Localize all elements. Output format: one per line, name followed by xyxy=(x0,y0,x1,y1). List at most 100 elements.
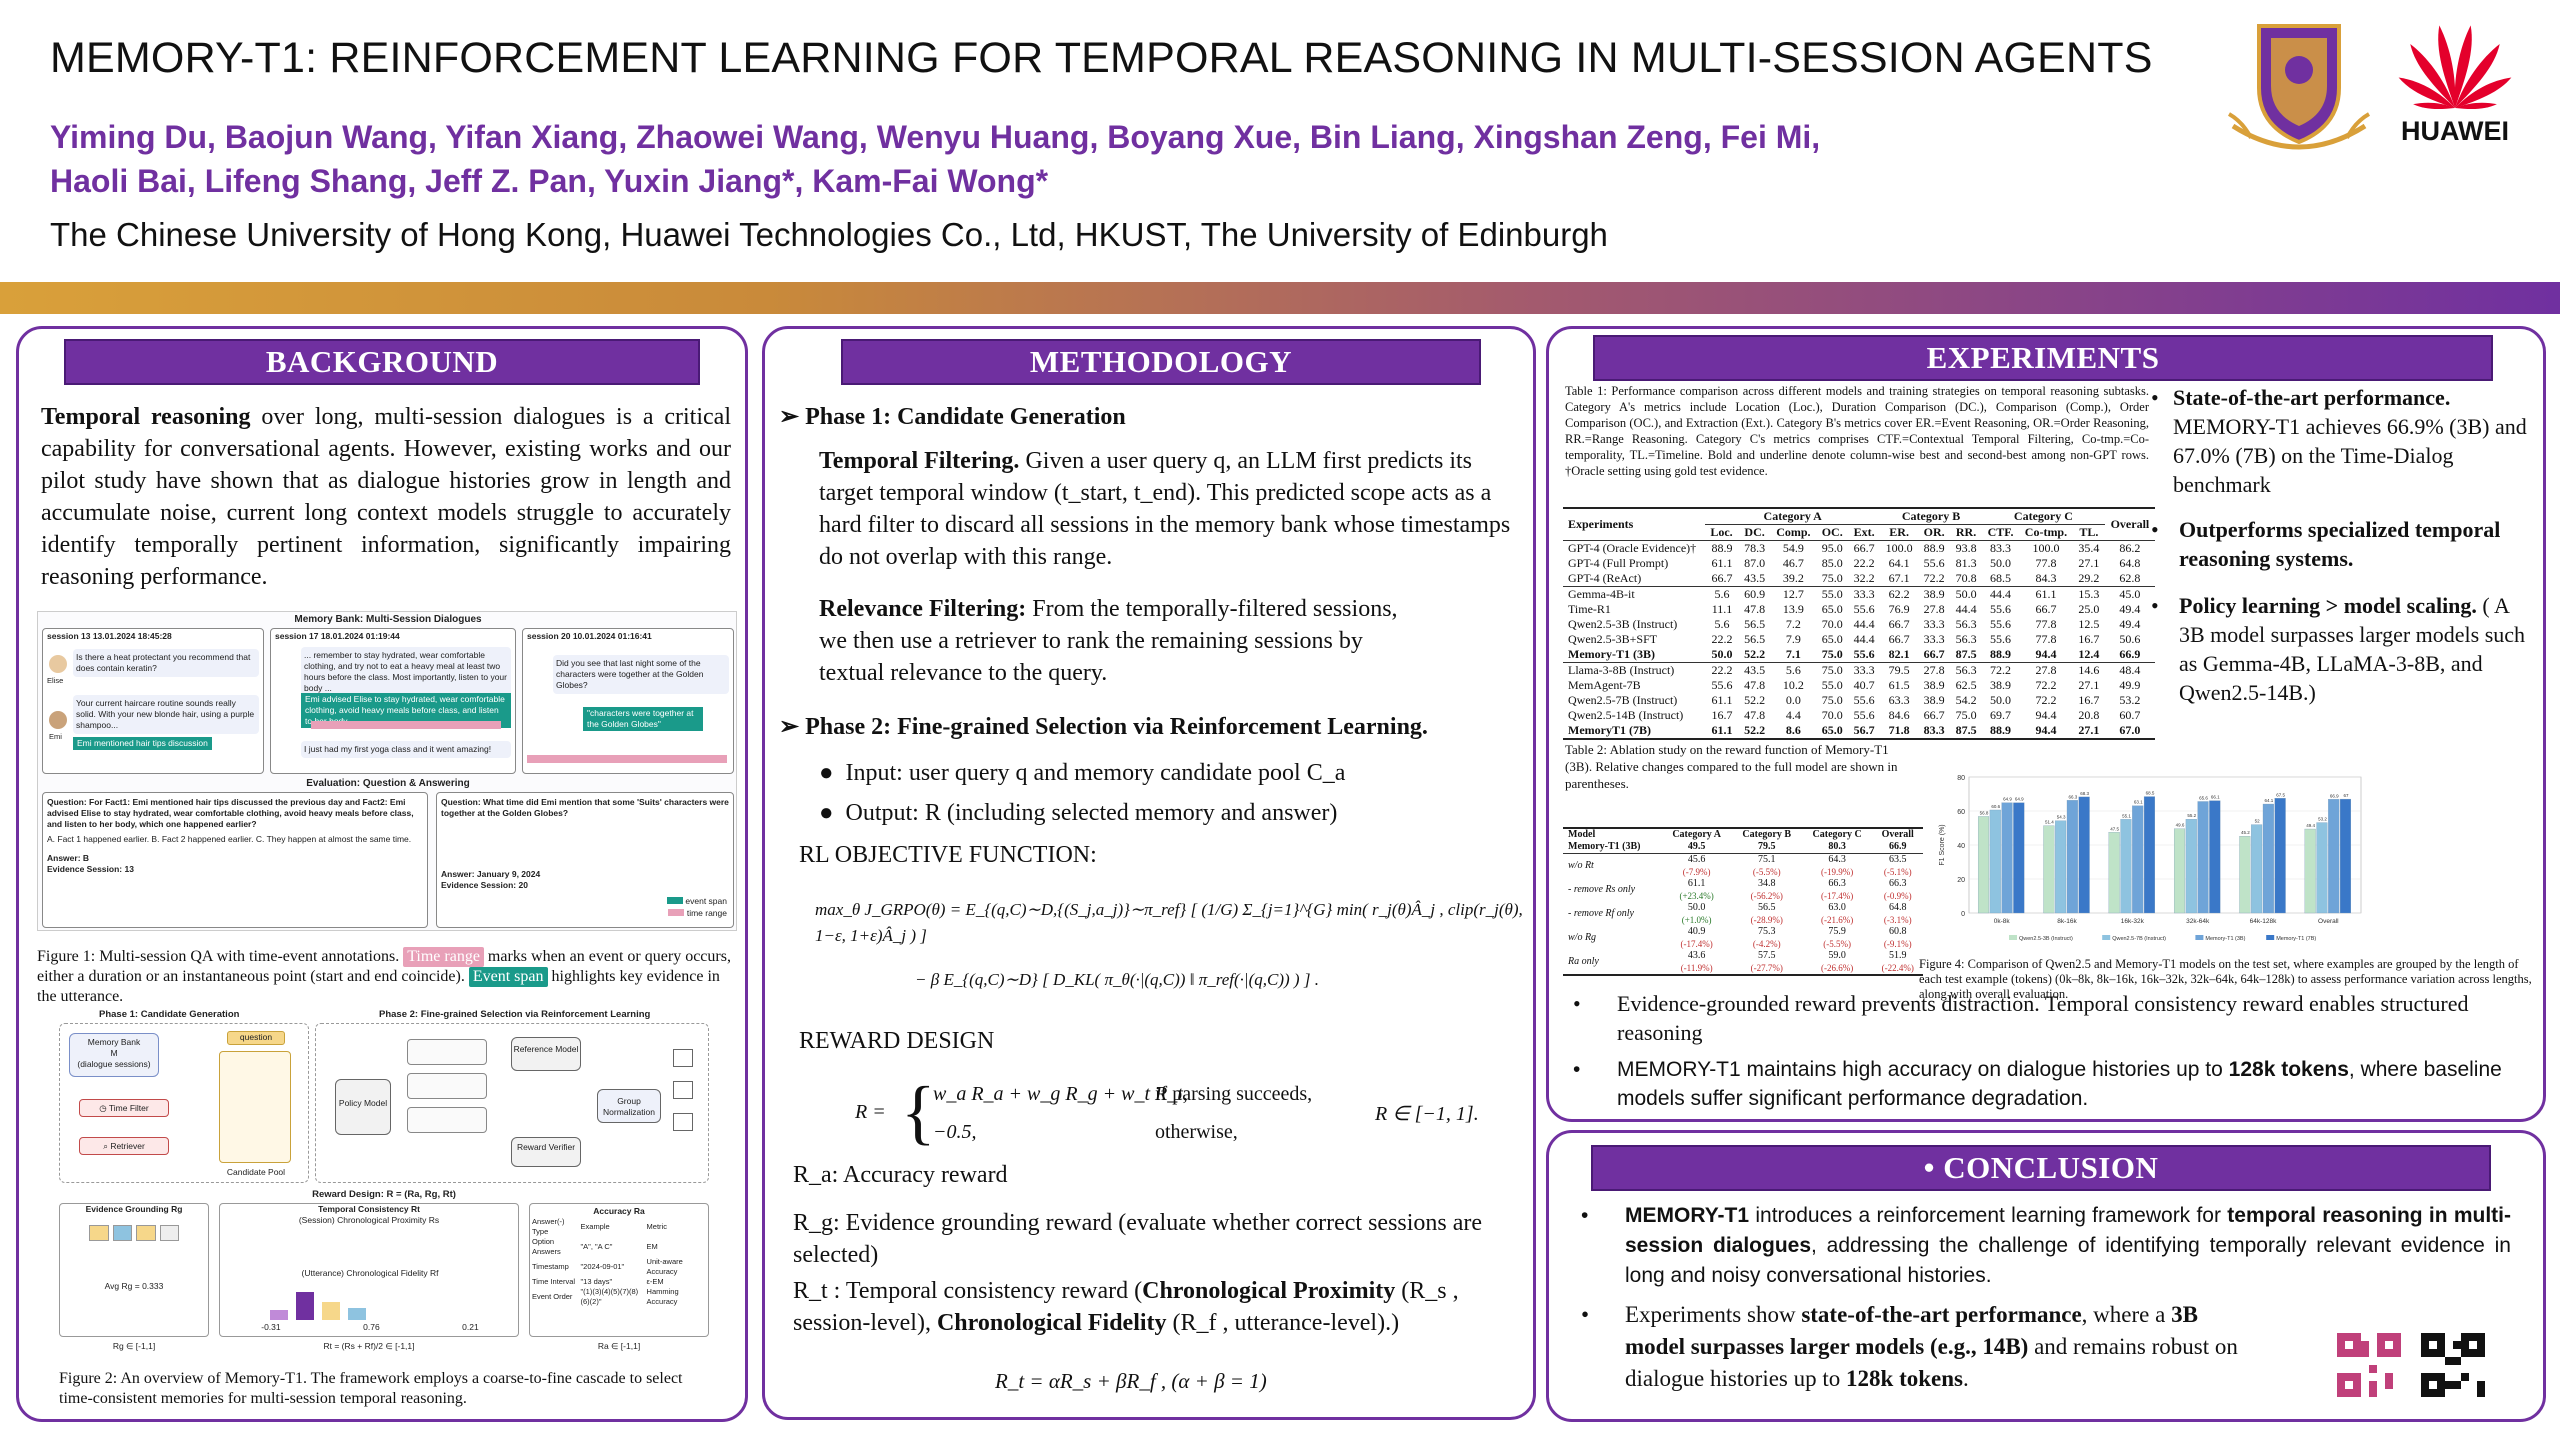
table2-delta: (-3.1%) xyxy=(1883,915,1912,925)
table1-cell: 67.1 xyxy=(1888,571,1910,585)
table1-cell: 65.0 xyxy=(1821,723,1843,737)
table1-cell: 44.4 xyxy=(1955,602,1977,616)
y-tick-label: 80 xyxy=(1957,775,1965,782)
table1-cell: 53.2 xyxy=(2119,693,2141,707)
fig1-qa-2: Question: What time did Emi mention that… xyxy=(436,792,734,928)
fig2-question: question xyxy=(227,1031,285,1045)
table1-cell: 11.1 xyxy=(1711,602,1733,616)
table2-delta: (-5.5%) xyxy=(1752,867,1781,877)
y-tick-label: 20 xyxy=(1957,877,1965,884)
y-axis-label: F1 Score (%) xyxy=(1939,824,1946,865)
table1-cell: 64.1 xyxy=(1888,556,1910,570)
bullet-icon: • xyxy=(1573,991,1581,1016)
table1-cell: 55.6 xyxy=(1711,678,1733,692)
bottom-bullet-2: • MEMORY-T1 maintains high accuracy on d… xyxy=(1573,1055,2533,1113)
table1-cell: 8.6 xyxy=(1785,723,1801,737)
table-1-caption: Table 1: Performance comparison across d… xyxy=(1565,384,2149,478)
bar-data-label: 64.9 xyxy=(2015,797,2024,802)
table1-col-header: DC. xyxy=(1738,524,1771,541)
table1-cell: 45.0 xyxy=(2104,586,2155,602)
bar-data-label: 53.2 xyxy=(2318,817,2327,822)
legend-time-range: time range xyxy=(668,908,727,919)
table2-row-name: Memory-T1 (3B) xyxy=(1568,841,1641,852)
bar-data-label: 64.1 xyxy=(2264,798,2273,803)
qr-code-pink xyxy=(2337,1333,2401,1397)
s17-msg-c: I just had my first yoga class and it we… xyxy=(301,741,511,758)
bar xyxy=(2132,805,2144,914)
table1-cell: 62.5 xyxy=(1955,678,1977,692)
x-tick-label: 0k-8k xyxy=(1994,918,2011,925)
x-tick-label: 8k-16k xyxy=(2057,918,2077,925)
fig2-candidate-pool-label: Candidate Pool xyxy=(226,1167,286,1177)
elise-avatar xyxy=(49,655,67,673)
cuhk-crest-logo xyxy=(2227,24,2371,150)
experiments-panel: EXPERIMENTS Table 1: Performance compari… xyxy=(1546,326,2546,1122)
table2-delta: (-19.9%) xyxy=(1820,867,1854,877)
table1-cell: 84.3 xyxy=(2035,571,2057,585)
legend-label: Qwen2.5-3B (Instruct) xyxy=(2019,936,2073,942)
table1-cell: 75.0 xyxy=(1821,571,1843,585)
clock-icon: ◷ xyxy=(99,1103,109,1113)
temporal-filtering: Temporal Filtering. Given a user query q… xyxy=(819,448,1511,570)
legend-swatch xyxy=(2009,935,2017,940)
table1-col-header: TL. xyxy=(2072,524,2105,541)
table1-cell: 100.0 xyxy=(2019,540,2073,556)
table1-cell: 94.4 xyxy=(2035,647,2057,661)
table1-cell: 66.7 xyxy=(2035,602,2057,616)
fig2-phase2-box xyxy=(315,1023,709,1183)
table1-cell: 54.2 xyxy=(1955,693,1977,707)
table2-cell: 80.3 xyxy=(1828,841,1846,852)
s17-time-range xyxy=(311,721,501,729)
table1-cell: 12.7 xyxy=(1770,586,1817,602)
table1-cell: 33.3 xyxy=(1923,617,1945,631)
fig1-session-20: session 20 10.01.2024 01:16:41 Did you s… xyxy=(522,628,734,774)
table1-cell: 13.9 xyxy=(1782,602,1804,616)
table1-cell: 55.6 xyxy=(1853,708,1875,722)
background-text: over long, multi-session dialogues is a … xyxy=(41,404,731,590)
table2-delta: (-27.7%) xyxy=(1750,963,1783,973)
s17-msg-a: ... remember to stay hydrated, wear comf… xyxy=(301,647,511,697)
reward-design-label: REWARD DESIGN xyxy=(799,1028,995,1054)
table1-cell: 5.6 xyxy=(1705,586,1739,602)
table2-row-name: w/o Rg xyxy=(1568,932,1597,943)
emi-avatar xyxy=(49,711,67,729)
table1-row-name: GPT-4 (ReAct) xyxy=(1568,571,1642,585)
table1-col-header: Ext. xyxy=(1848,524,1881,541)
table2-row-name: - remove Rf only xyxy=(1568,908,1634,919)
bullet-icon: ● xyxy=(819,800,846,826)
legend-label: Memory-T1 (3B) xyxy=(2205,936,2245,942)
authors-line-2: Haoli Bai, Lifeng Shang, Jeff Z. Pan, Yu… xyxy=(50,163,1049,199)
session-20-header: session 20 10.01.2024 01:16:41 xyxy=(527,631,652,641)
background-paragraph: Temporal reasoning over long, multi-sess… xyxy=(41,401,731,593)
table1-cell: 56.3 xyxy=(1950,662,1983,678)
y-tick-label: 0 xyxy=(1961,911,1965,918)
table1-row-name: Memory-T1 (3B) xyxy=(1568,647,1655,661)
table1-cell: 77.8 xyxy=(2035,556,2057,570)
table1-cell: 83.3 xyxy=(1982,540,2019,556)
table1-cell: 32.2 xyxy=(1853,571,1875,585)
bar xyxy=(2274,798,2286,914)
fig1-session-17: session 17 18.01.2024 01:19:44 ... remem… xyxy=(270,628,516,774)
table1-cell: 87.5 xyxy=(1955,723,1977,737)
bar xyxy=(2262,803,2274,914)
s20-msg-a: Did you see that last night some of the … xyxy=(553,655,729,694)
table1-cell: 55.6 xyxy=(1990,632,2012,646)
table2-cell: 51.9(-22.4%) xyxy=(1872,950,1923,975)
table1-cell: 87.5 xyxy=(1955,647,1977,661)
bar-data-label: 47.5 xyxy=(2110,826,2119,831)
table1-cell: 29.2 xyxy=(2078,571,2100,585)
fig1-session-13: session 13 13.01.2024 18:45:28 Elise Is … xyxy=(42,628,264,774)
table2-cell: 66.3(-17.4%) xyxy=(1802,878,1873,902)
reward-equation: R = { w_a R_a + w_g R_g + w_t R_t, if pa… xyxy=(855,1072,1479,1152)
table1-row-name: GPT-4 (Full Prompt) xyxy=(1568,556,1669,570)
table1-cell: 47.8 xyxy=(1744,602,1766,616)
table2-delta: (-4.2%) xyxy=(1752,939,1781,949)
